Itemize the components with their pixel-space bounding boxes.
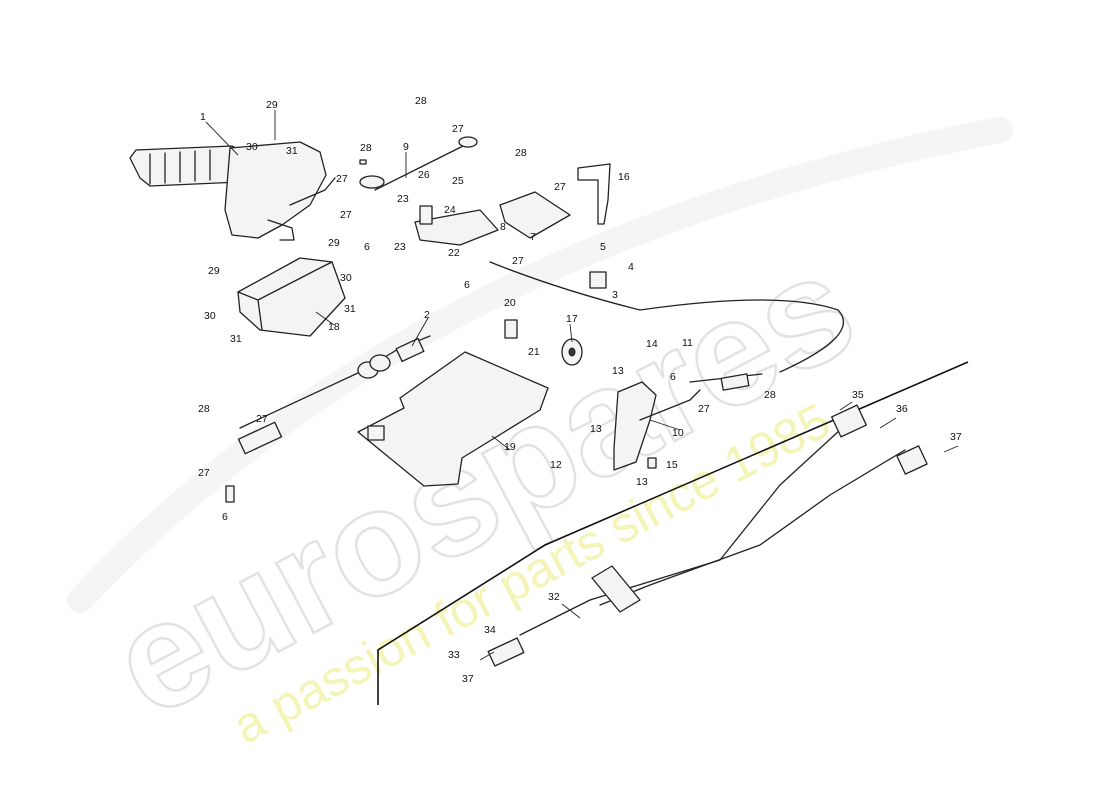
callout-label: 27 — [512, 255, 524, 267]
callout-label: 13 — [612, 365, 624, 377]
callout-label: 3 — [612, 289, 618, 301]
floor-plate — [357, 351, 549, 487]
callout-label: 29 — [328, 237, 340, 249]
callout-label: 12 — [550, 459, 562, 471]
callout-label: 28 — [415, 95, 427, 107]
callout-label: 28 — [198, 403, 210, 415]
callout-label: 17 — [566, 313, 578, 325]
small-components — [225, 136, 928, 667]
callout-label: 27 — [452, 123, 464, 135]
callout-label: 28 — [360, 142, 372, 154]
callout-label: 6 — [222, 511, 228, 523]
callout-label: 31 — [230, 333, 242, 345]
callout-label: 4 — [628, 261, 634, 273]
callout-label: 6 — [464, 279, 470, 291]
callout-label: 34 — [484, 624, 496, 636]
callout-label: 16 — [618, 171, 630, 183]
callout-label: 30 — [204, 310, 216, 322]
callout-label: 27 — [336, 173, 348, 185]
callout-label: 11 — [682, 337, 693, 349]
callout-label: 7 — [530, 231, 536, 243]
callout-label: 27 — [340, 209, 352, 221]
callout-label: 29 — [208, 265, 220, 277]
callout-label: 36 — [896, 403, 908, 415]
callout-label: 5 — [600, 241, 606, 253]
callout-label: 14 — [646, 338, 658, 350]
callout-label: 25 — [452, 175, 464, 187]
callout-label: 9 — [403, 141, 409, 153]
side-bracket — [613, 381, 701, 471]
callout-label: 13 — [636, 476, 648, 488]
callout-label: 8 — [500, 221, 506, 233]
callout-label: 6 — [670, 371, 676, 383]
callout-label: 18 — [328, 321, 340, 333]
callout-label: 23 — [394, 241, 406, 253]
callout-label: 13 — [590, 423, 602, 435]
callout-label: 30 — [246, 141, 258, 153]
inset-frame — [377, 361, 969, 705]
callout-label: 27 — [698, 403, 710, 415]
callout-label: 21 — [528, 346, 540, 358]
callout-label: 37 — [950, 431, 962, 443]
callout-label: 26 — [418, 169, 430, 181]
callout-label: 30 — [340, 272, 352, 284]
leader-lines — [205, 110, 959, 661]
callout-label: 28 — [764, 389, 776, 401]
lever-bracket — [237, 257, 346, 337]
callout-label: 31 — [286, 145, 298, 157]
callout-label: 19 — [504, 441, 516, 453]
callout-label: 35 — [852, 389, 864, 401]
callout-labels: 1 2 3 4 5 6 6 6 6 7 8 9 10 11 12 13 13 1… — [198, 95, 962, 685]
support-brackets — [414, 163, 611, 246]
callout-label: 10 — [672, 427, 684, 439]
callout-label: 24 — [444, 204, 456, 216]
callout-label: 33 — [448, 649, 460, 661]
callout-label: 2 — [424, 309, 430, 321]
callout-label: 23 — [397, 193, 409, 205]
callout-label: 32 — [548, 591, 560, 603]
callout-label: 29 — [266, 99, 278, 111]
callout-label: 20 — [504, 297, 516, 309]
callout-label: 27 — [256, 413, 268, 425]
callout-label: 15 — [666, 459, 678, 471]
handbrake-lever — [129, 141, 336, 241]
callout-label: 31 — [344, 303, 356, 315]
callout-label: 27 — [554, 181, 566, 193]
callout-label: 6 — [364, 241, 370, 253]
callout-label: 37 — [462, 673, 474, 685]
callout-label: 22 — [448, 247, 460, 259]
callout-label: 28 — [515, 147, 527, 159]
callout-label: 27 — [198, 467, 210, 479]
callout-label: 1 — [200, 111, 206, 123]
